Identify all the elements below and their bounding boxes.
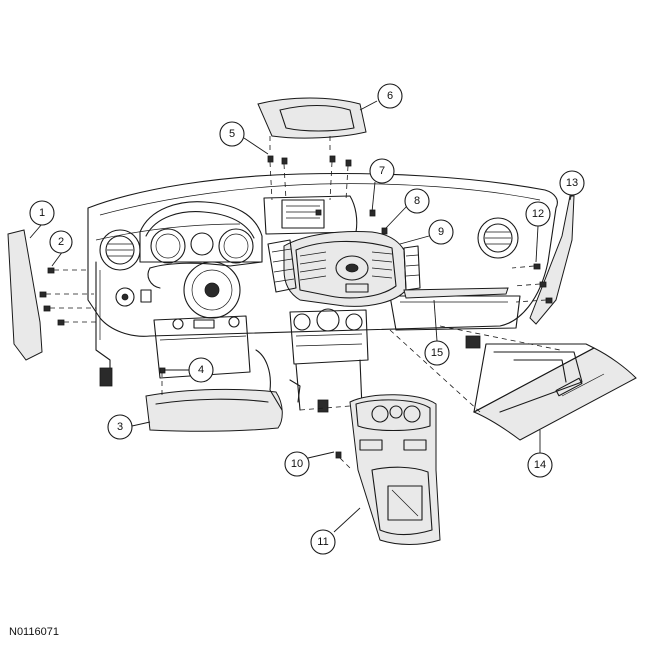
callout-2-label: 2 (58, 236, 64, 248)
callout-3: 3 (107, 414, 133, 440)
floor-console (349, 394, 441, 545)
callout-8-label: 8 (414, 195, 420, 207)
glove-box (472, 343, 637, 441)
knee-bolster (145, 388, 283, 432)
right-end-panel (529, 195, 575, 325)
callout-5: 5 (219, 121, 245, 147)
callout-2: 2 (49, 230, 73, 254)
callout-7-label: 7 (379, 165, 385, 177)
trim-strip (403, 287, 509, 299)
callout-4: 4 (188, 357, 214, 383)
figure-id: N0116071 (9, 626, 59, 638)
callout-11: 11 (310, 529, 336, 555)
callout-8: 8 (404, 188, 430, 214)
callout-1-label: 1 (39, 207, 45, 219)
callout-12-label: 12 (532, 208, 544, 220)
callout-14-label: 14 (534, 459, 546, 471)
callout-15: 15 (424, 340, 450, 366)
left-end-panel (7, 229, 43, 361)
callout-6-label: 6 (387, 90, 393, 102)
callout-9-label: 9 (438, 226, 444, 238)
callout-9: 9 (428, 219, 454, 245)
callout-11-label: 11 (317, 536, 328, 548)
lower-bracket (153, 315, 301, 411)
assembly-lines (46, 136, 561, 471)
callout-13-label: 13 (566, 177, 578, 189)
instrument-panel-body (87, 172, 558, 387)
center-stack (263, 195, 421, 413)
callout-15-label: 15 (431, 347, 443, 359)
fasteners (39, 155, 553, 459)
callout-4-label: 4 (198, 364, 204, 376)
callout-5-label: 5 (229, 128, 235, 140)
callout-10-label: 10 (291, 458, 303, 470)
callout-7: 7 (369, 158, 395, 184)
callout-12: 12 (525, 201, 551, 227)
callout-13: 13 (559, 170, 585, 196)
callout-14: 14 (527, 452, 553, 478)
leader-lines (29, 100, 573, 533)
callout-10: 10 (284, 451, 310, 477)
callout-1: 1 (29, 200, 55, 226)
callout-3-label: 3 (117, 421, 123, 433)
callout-6: 6 (377, 83, 403, 109)
center-top-cover (257, 97, 367, 139)
